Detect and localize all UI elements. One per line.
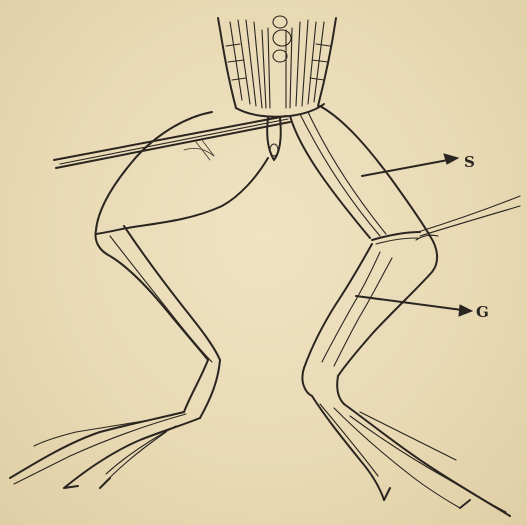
probe-rod [54,116,290,168]
right-lower-leg [302,236,437,404]
neck-spinal-region [218,16,336,108]
ligature-thread [416,196,520,240]
right-foot [312,396,510,516]
label-s: S [464,153,475,171]
label-g: G [476,303,489,321]
left-foot [10,412,200,488]
label-s-pointer [362,154,458,176]
left-thigh [96,112,268,234]
right-thigh [290,106,430,244]
label-g-pointer [356,296,472,316]
left-lower-leg [96,226,220,418]
pelvic-region [236,104,324,160]
